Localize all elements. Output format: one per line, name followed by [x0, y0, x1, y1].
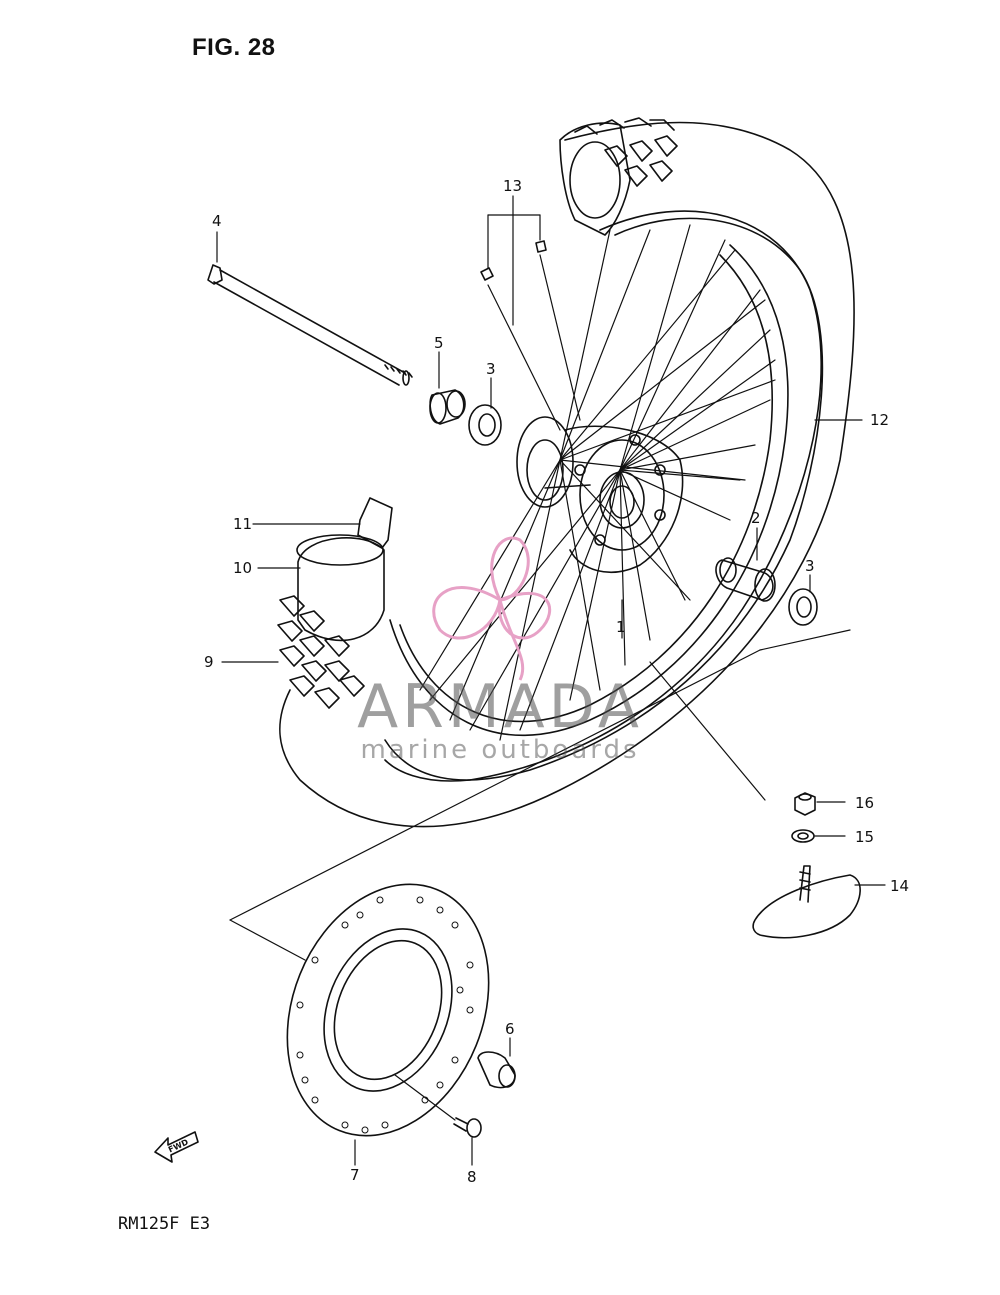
bearing-3-right [788, 588, 818, 626]
part-label: 3 [805, 557, 815, 575]
spacer-5 [429, 389, 466, 425]
watermark-logo [432, 536, 551, 681]
rim [389, 244, 789, 737]
part-label: 8 [467, 1168, 477, 1186]
axle [207, 264, 413, 386]
tire [278, 121, 855, 828]
part-label: 5 [434, 334, 444, 352]
part-label: 9 [204, 653, 214, 671]
part-labels: 1 2 3 3 4 5 6 7 8 9 10 11 12 13 14 15 16… [167, 177, 909, 1186]
tire-tread-top [559, 117, 678, 236]
spokes [419, 224, 776, 741]
brake-disc [286, 883, 490, 1137]
part-label: 13 [503, 177, 522, 195]
spoke-nipples [480, 240, 547, 281]
watermark-brand: ARMADA [357, 672, 643, 742]
washer-15 [791, 829, 815, 843]
part-label: 7 [350, 1166, 360, 1184]
fwd-arrow [154, 1131, 199, 1163]
tire-tread-left [277, 595, 365, 709]
rim-lock [752, 865, 861, 939]
part-label: 6 [505, 1020, 515, 1038]
part-label: 14 [890, 877, 909, 895]
leader-lines [216, 195, 886, 1166]
spacer-2 [715, 557, 776, 602]
part-label: 1 [616, 618, 626, 636]
part-label: 10 [233, 559, 252, 577]
rim-band [296, 497, 393, 642]
part-label: 16 [855, 794, 874, 812]
bearing-3-left [468, 404, 502, 446]
part-label: 3 [486, 360, 496, 378]
collar-6 [477, 1051, 516, 1089]
part-label: 4 [212, 212, 222, 230]
hub [516, 416, 684, 573]
part-label: 15 [855, 828, 874, 846]
disc-bolt [453, 1117, 482, 1138]
model-code: RM125F E3 [118, 1214, 211, 1234]
part-label: 12 [870, 411, 889, 429]
part-label: 2 [751, 509, 761, 527]
nut-16 [794, 792, 816, 816]
watermark-tagline: marine outboards [360, 735, 640, 765]
figure-title: FIG. 28 [192, 34, 276, 61]
part-label: 11 [233, 515, 252, 533]
